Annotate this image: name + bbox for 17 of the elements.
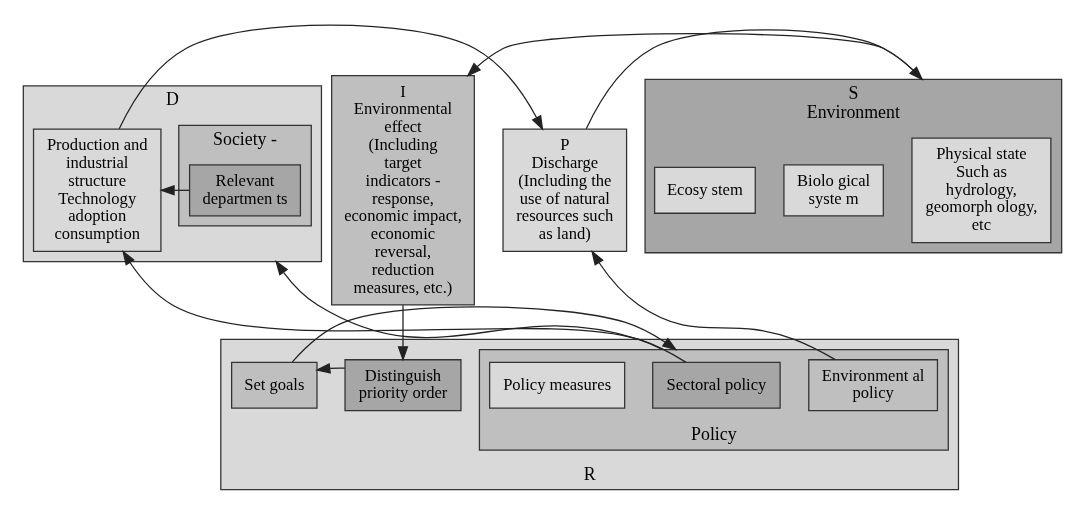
node-box: I Environmental effect (Including target indicators - response, economic impact, economic reversal, reduction measures, etc.)	[331, 74, 475, 306]
arrow	[397, 304, 409, 361]
arrow	[118, 23, 544, 131]
node-box: Policy measures	[489, 361, 626, 409]
node-box: Physical state Such as hydrology, geomorph ology, etc	[911, 136, 1052, 243]
arrow	[315, 362, 346, 374]
node-box: P Discharge (Including the use of natural resources such as land)	[502, 128, 628, 252]
node-box: Set goals	[231, 361, 318, 409]
node-box: Environment al policy	[808, 358, 939, 411]
node-box: Biolo gical syste m	[783, 163, 884, 216]
node-box: Sectoral policy	[652, 361, 781, 409]
node-box: Relevant departmen ts	[188, 163, 302, 216]
arrow	[291, 305, 678, 363]
node-box: Distinguish priority order	[344, 358, 462, 411]
arrow	[275, 259, 664, 350]
node-box: Production and industrial structure Technology adoption consumption	[32, 128, 162, 252]
node-box: Ecosy stem	[654, 166, 756, 214]
